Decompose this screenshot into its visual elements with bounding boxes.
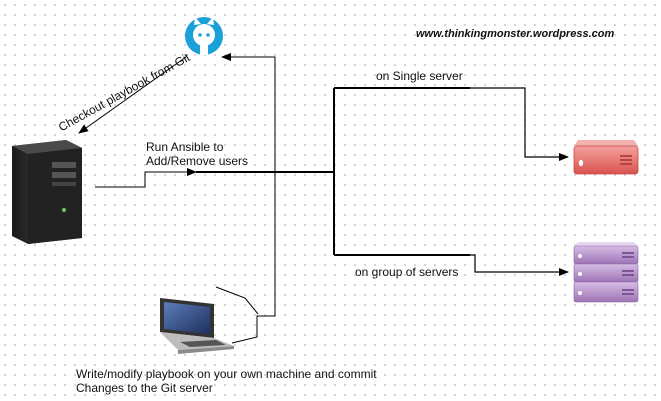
write-commit-label-line2: Changes to the Git server <box>76 381 213 395</box>
write-commit-label-line1: Write/modify playbook on your own machin… <box>76 367 377 381</box>
commit-arrow <box>221 53 276 344</box>
github-octocat-icon <box>185 17 223 55</box>
run-ansible-arrow <box>95 168 197 188</box>
single-server-arrow <box>334 87 569 161</box>
server-group-icon <box>573 242 639 303</box>
watermark-url: www.thinkingmonster.wordpress.com <box>416 28 615 40</box>
run-ansible-label-line2: Add/Remove users <box>146 154 249 168</box>
server-tower-icon <box>12 140 82 244</box>
single-server-icon <box>573 140 639 175</box>
commit-arrow-lower <box>215 286 259 315</box>
run-ansible-label-line1: Run Ansible to <box>146 140 224 154</box>
single-server-label: on Single server <box>376 69 463 83</box>
laptop-icon <box>160 298 234 354</box>
checkout-arrow <box>78 56 187 134</box>
group-servers-label: on group of servers <box>355 265 459 279</box>
